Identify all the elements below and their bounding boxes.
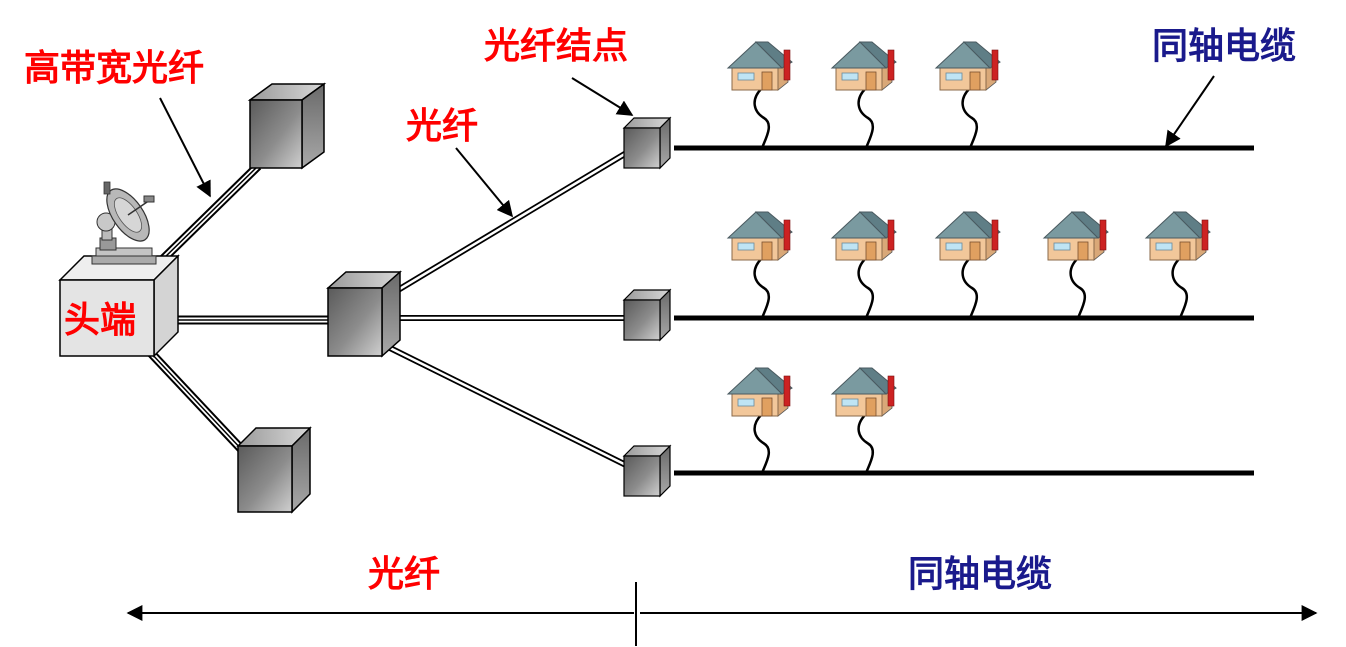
- coax-lines: [674, 145, 1254, 476]
- label-fiber-node: 光纤结点: [484, 26, 628, 67]
- drop-cable: [753, 257, 771, 319]
- label-fiber: 光纤: [406, 106, 478, 147]
- houses-group: [726, 41, 1211, 474]
- fiber-hub-to-node-top: [396, 149, 630, 293]
- fiber-hub-to-node-bottom: [384, 343, 630, 469]
- drop-cable: [857, 413, 875, 474]
- house-icon: [1042, 211, 1109, 261]
- label-high-bandwidth-fiber: 高带宽光纤: [24, 47, 204, 89]
- range-arrows: [126, 582, 1318, 646]
- arrow-fiber: [455, 147, 514, 218]
- fiber-node-bottom: [622, 444, 672, 498]
- arrow-high-bandwidth-fiber: [159, 97, 211, 198]
- house-icon: [830, 211, 897, 261]
- label-bottom-fiber: 光纤: [368, 554, 440, 595]
- label-headend: 头端: [64, 300, 136, 341]
- drop-cable: [753, 87, 771, 149]
- arrow-fiber-node: [571, 77, 634, 116]
- fiber-node-top: [622, 116, 672, 170]
- drop-cable: [753, 413, 771, 474]
- hub-cube-top: [247, 82, 327, 170]
- house-icon: [934, 211, 1001, 261]
- fiber-node-middle: [622, 288, 672, 342]
- drop-cable: [857, 257, 875, 319]
- drop-cable: [857, 87, 875, 149]
- house-icon: [726, 41, 793, 91]
- drop-cable: [961, 87, 979, 149]
- house-icon: [830, 41, 897, 91]
- house-icon: [726, 211, 793, 261]
- hub-cube-middle: [326, 270, 402, 358]
- fiber-headend-to-hub-top: [156, 162, 262, 266]
- label-coax-cable: 同轴电缆: [1152, 26, 1296, 67]
- house-icon: [726, 367, 793, 417]
- house-icon: [1144, 211, 1211, 261]
- fiber-cables: [146, 149, 630, 469]
- house-icon: [830, 367, 897, 417]
- label-bottom-coax: 同轴电缆: [908, 554, 1052, 595]
- pointer-arrows: [159, 75, 1215, 218]
- fiber-headend-to-hub-bottom: [146, 348, 248, 456]
- satellite-dish-icon: [91, 181, 157, 265]
- drop-cable: [1069, 257, 1087, 319]
- house-icon: [934, 41, 1001, 91]
- hub-cube-bottom: [236, 426, 312, 514]
- drop-cable: [961, 257, 979, 319]
- drop-cable: [1171, 257, 1189, 319]
- arrow-coax-cable: [1165, 75, 1215, 148]
